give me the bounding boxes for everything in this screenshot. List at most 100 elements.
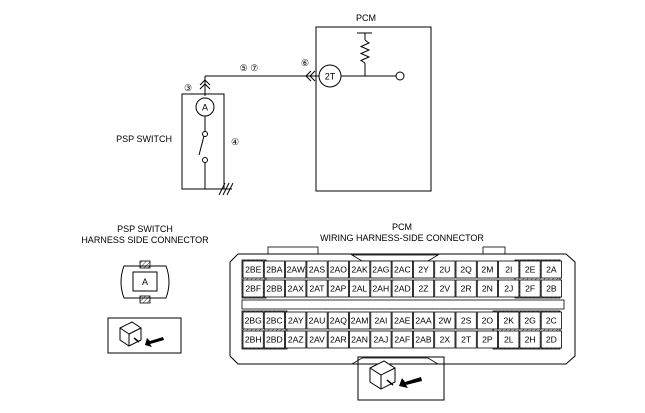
pin-cell bbox=[519, 279, 541, 298]
pin-cell bbox=[370, 260, 392, 279]
pcm-connector-title-2: WIRING HARNESS-SIDE CONNECTOR bbox=[320, 233, 484, 243]
pin-cell bbox=[242, 279, 264, 298]
pin-cell bbox=[412, 330, 435, 349]
pin-label: 2AA bbox=[415, 316, 432, 326]
pin-cell bbox=[306, 330, 328, 349]
pin-label: 2W bbox=[438, 316, 452, 326]
pin-cell bbox=[306, 311, 328, 330]
pin-label: 2AY bbox=[288, 316, 304, 326]
pin-label: 2A bbox=[546, 265, 557, 275]
switch-contact-bottom bbox=[202, 157, 208, 163]
pin-label: 2H bbox=[525, 335, 536, 345]
pin-cell bbox=[455, 279, 477, 298]
pin-cell bbox=[285, 311, 307, 330]
pin-label: 2AR bbox=[330, 335, 347, 345]
pin-label: 2Q bbox=[460, 265, 472, 275]
pcm-connector-chevron bbox=[305, 70, 312, 82]
pcm-connector-housing bbox=[229, 253, 576, 365]
pin-label: 2AH bbox=[373, 284, 390, 294]
pin-label: 2AS bbox=[309, 265, 326, 275]
psp-connector-view-icon-box bbox=[107, 317, 182, 354]
pin-cell bbox=[391, 260, 413, 279]
pin-cell bbox=[263, 260, 285, 279]
pin-cell bbox=[434, 311, 456, 330]
pin-cell bbox=[498, 311, 520, 330]
switch-connector-chevron bbox=[199, 79, 211, 86]
pin-label: 2AX bbox=[288, 284, 305, 294]
psp-connector-lock-top bbox=[139, 260, 151, 269]
schematic: PCM 2T A PSP SWITCH bbox=[116, 13, 432, 196]
pin-cell bbox=[285, 330, 307, 349]
pin-cell bbox=[349, 311, 371, 330]
pin-label: 2G bbox=[524, 316, 536, 326]
pin-cell bbox=[498, 279, 520, 298]
pin-label: 2E bbox=[525, 265, 536, 275]
pin-label: 2AC bbox=[394, 265, 411, 275]
pin-cell bbox=[476, 311, 498, 330]
pin-label: 2BF bbox=[245, 284, 261, 294]
callout-3: ③ bbox=[184, 83, 192, 93]
pin-label: 2U bbox=[439, 265, 450, 275]
pin-label: 2AE bbox=[394, 316, 411, 326]
pin-label: 2AK bbox=[351, 265, 368, 275]
pin-label: 2AW bbox=[287, 265, 306, 275]
psp-connector-title-2: HARNESS SIDE CONNECTOR bbox=[81, 235, 209, 245]
psp-connector-lock-bottom bbox=[139, 295, 151, 304]
callout-4: ④ bbox=[231, 137, 239, 147]
psp-connector-pin-a-label: A bbox=[142, 277, 148, 287]
pin-cell bbox=[327, 279, 349, 298]
pin-cell bbox=[263, 330, 285, 349]
pin-cell bbox=[455, 311, 477, 330]
pcm-terminal-2t-label: 2T bbox=[325, 72, 336, 82]
pin-cell bbox=[306, 279, 328, 298]
connector-view-icon bbox=[119, 321, 164, 347]
pin-label: 2O bbox=[482, 316, 494, 326]
pin-cell bbox=[391, 279, 413, 298]
pin-label: 2AL bbox=[352, 284, 368, 294]
psp-connector-pin-a bbox=[132, 271, 158, 292]
pin-cell bbox=[370, 330, 392, 349]
pin-cell bbox=[412, 311, 435, 330]
pin-label: 2BG bbox=[245, 316, 263, 326]
pcm-connector-view-icon-box bbox=[357, 356, 445, 401]
pin-label: 2AV bbox=[309, 335, 325, 345]
pin-cell bbox=[263, 311, 285, 330]
pin-cell bbox=[327, 330, 349, 349]
pin-label: 2AQ bbox=[330, 316, 348, 326]
pin-cell bbox=[391, 330, 413, 349]
pin-label: 2BC bbox=[266, 316, 283, 326]
pin-label: 2AJ bbox=[373, 335, 388, 345]
pin-cell bbox=[519, 311, 541, 330]
pin-label: 2BD bbox=[266, 335, 283, 345]
psp-switch-label: PSP SWITCH bbox=[116, 134, 172, 144]
switch-contact-top bbox=[202, 131, 208, 137]
pin-label: 2M bbox=[481, 265, 493, 275]
pin-cell bbox=[412, 260, 435, 279]
pin-label: 2C bbox=[546, 316, 557, 326]
pin-cell bbox=[434, 330, 456, 349]
pin-label: 2K bbox=[504, 316, 515, 326]
pin-label: 2AT bbox=[309, 284, 325, 294]
pcm-box bbox=[315, 26, 432, 192]
pin-label: 2N bbox=[482, 284, 493, 294]
connector-view-icon bbox=[369, 360, 422, 390]
pin-cell bbox=[370, 311, 392, 330]
pcm-input-terminal bbox=[395, 71, 405, 81]
pin-label: 2Z bbox=[418, 284, 428, 294]
pin-cell bbox=[327, 260, 349, 279]
pin-cell bbox=[519, 330, 541, 349]
pin-label: 2AU bbox=[309, 316, 326, 326]
switch-terminal-a-label: A bbox=[202, 103, 208, 113]
pin-label: 2AI bbox=[374, 316, 387, 326]
pin-cell bbox=[263, 279, 285, 298]
pin-cell bbox=[498, 260, 520, 279]
switch-blade bbox=[198, 135, 205, 156]
callout-5-7: ⑤ ⑦ bbox=[240, 63, 259, 73]
pin-cell bbox=[306, 260, 328, 279]
pin-label: 2BA bbox=[266, 265, 283, 275]
pin-cell bbox=[370, 279, 392, 298]
pin-label: 2P bbox=[482, 335, 493, 345]
